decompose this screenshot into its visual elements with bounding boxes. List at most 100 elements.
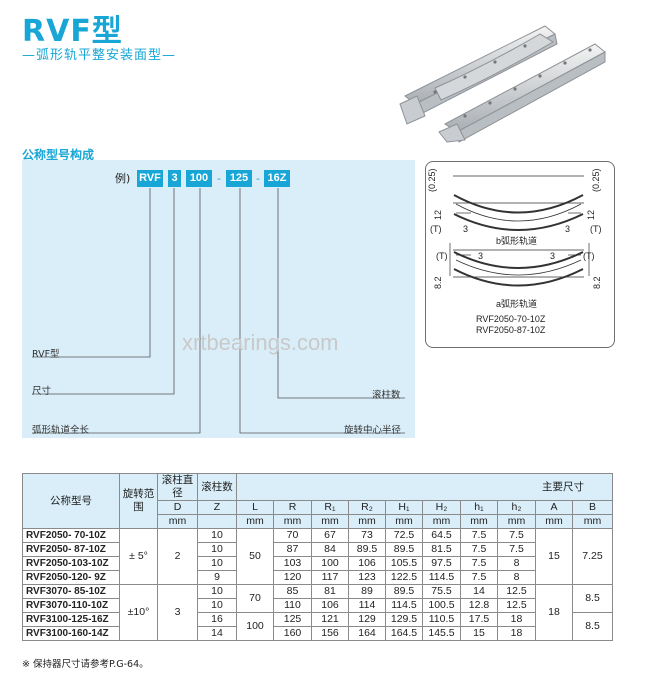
col-header-main-dims: 主要尺寸 xyxy=(236,473,613,501)
col-header-A: A xyxy=(535,500,573,515)
col-header-h2: h₂ xyxy=(497,500,536,515)
cell-R1: 117 xyxy=(311,570,349,585)
dim-t: (T) xyxy=(430,224,442,234)
cell-H1: 89.5 xyxy=(385,542,423,557)
cell-B: 8.5 xyxy=(572,584,613,613)
code-series: RVF xyxy=(137,170,163,187)
cell-z: 10 xyxy=(197,528,237,543)
spec-table: 公称型号 旋转范围 滚柱直径 滚柱数 主要尺寸 D Z L R R₁ R₂ H₁… xyxy=(22,473,613,641)
model-code-panel xyxy=(22,160,415,438)
dim-8-2-right: 8.2 xyxy=(592,276,602,289)
cell-z: 16 xyxy=(197,612,237,627)
cell-R1: 67 xyxy=(311,528,349,543)
cell-H1: 114.5 xyxy=(385,598,423,613)
cell-z: 10 xyxy=(197,556,237,571)
unit-mm: mm xyxy=(236,514,274,529)
table-row: RVF2050- 70-10Z ± 5° 2 10 50 70 67 73 72… xyxy=(22,528,613,585)
cell-dia: 3 xyxy=(157,584,198,641)
cell-R: 85 xyxy=(273,584,312,599)
label-full-length: 弧形轨道全长 xyxy=(32,425,90,436)
dim-12-right: 12 xyxy=(586,210,596,220)
dim-3: 3 xyxy=(463,224,468,234)
unit-mm: mm xyxy=(273,514,312,529)
code-rollers: 16Z xyxy=(264,170,290,187)
diagram-model-2: RVF2050-87-10Z xyxy=(476,325,546,335)
col-header-R: R xyxy=(273,500,312,515)
cell-H2: 75.5 xyxy=(422,584,461,599)
col-header-H1: H₁ xyxy=(385,500,423,515)
dim-top-left: (0.25) xyxy=(427,168,437,192)
cell-R2: 73 xyxy=(348,528,386,543)
cell-h1: 7.5 xyxy=(460,556,498,571)
cell-model: RVF2050-103-10Z xyxy=(22,556,120,571)
col-header-dia: 滚柱直径 xyxy=(157,473,198,501)
table-row: RVF3070-110-10Z 10 110 106 114 114.5 100… xyxy=(22,598,613,613)
col-header-count-sym: Z xyxy=(197,500,237,515)
col-header-R1: R₁ xyxy=(311,500,349,515)
cell-R2: 106 xyxy=(348,556,386,571)
cell-range: ±10° xyxy=(119,584,158,641)
cell-R2: 89 xyxy=(348,584,386,599)
cell-R: 160 xyxy=(273,626,312,641)
section-title: 公称型号构成 xyxy=(22,148,95,162)
cell-model: RVF3100-160-14Z xyxy=(22,626,120,641)
dim-t: (T) xyxy=(590,224,602,234)
dim-8-2-left: 8.2 xyxy=(433,276,443,289)
example-label: 例) xyxy=(115,172,131,185)
cell-R1: 81 xyxy=(311,584,349,599)
cell-h2: 18 xyxy=(497,626,536,641)
diagram-a-label: a弧形轨道 xyxy=(496,298,537,309)
cell-h1: 17.5 xyxy=(460,612,498,627)
cell-R2: 164 xyxy=(348,626,386,641)
cell-R2: 114 xyxy=(348,598,386,613)
cell-H2: 110.5 xyxy=(422,612,461,627)
unit-mm: mm xyxy=(385,514,423,529)
cell-h2: 8 xyxy=(497,556,536,571)
code-dash: - xyxy=(256,172,260,185)
cell-model: RVF3070- 85-10Z xyxy=(22,584,120,599)
col-header-B: B xyxy=(572,500,613,515)
cell-H2: 81.5 xyxy=(422,542,461,557)
cell-H1: 105.5 xyxy=(385,556,423,571)
cell-z: 10 xyxy=(197,542,237,557)
cell-R1: 106 xyxy=(311,598,349,613)
cell-A: 15 xyxy=(535,528,573,585)
cell-R: 70 xyxy=(273,528,312,543)
page-title: RVF型 xyxy=(22,14,123,49)
cell-model: RVF2050-120- 9Z xyxy=(22,570,120,585)
cell-R1: 100 xyxy=(311,556,349,571)
cell-R: 103 xyxy=(273,556,312,571)
dim-t: (T) xyxy=(436,251,448,261)
label-series: RVF型 xyxy=(32,349,60,360)
diagram-b-label: b弧形轨道 xyxy=(496,235,537,246)
cell-h2: 18 xyxy=(497,612,536,627)
table-row: RVF2050-120- 9Z 9 120 117 123 122.5 114.… xyxy=(22,570,613,585)
cell-h2: 12.5 xyxy=(497,598,536,613)
rail-diagram: (0.25) (0.25) 12 12 (T) 3 3 (T) b弧形轨道 (T… xyxy=(427,168,602,335)
unit-mm: mm xyxy=(497,514,536,529)
cell-H1: 164.5 xyxy=(385,626,423,641)
col-header-L: L xyxy=(236,500,274,515)
unit-mm: mm xyxy=(348,514,386,529)
cell-h1: 7.5 xyxy=(460,570,498,585)
cell-model: RVF3070-110-10Z xyxy=(22,598,120,613)
cell-R: 110 xyxy=(273,598,312,613)
col-header-h1: h₁ xyxy=(460,500,498,515)
cell-model: RVF2050- 87-10Z xyxy=(22,542,120,557)
cell-A: 18 xyxy=(535,584,573,641)
cell-h1: 15 xyxy=(460,626,498,641)
table-row: RVF2050- 87-10Z 10 87 84 89.5 89.5 81.5 … xyxy=(22,542,613,557)
col-header-R2: R₂ xyxy=(348,500,386,515)
unit-mm: mm xyxy=(157,514,198,529)
cell-R2: 89.5 xyxy=(348,542,386,557)
col-header-range: 旋转范围 xyxy=(119,473,158,529)
dim-t: (T) xyxy=(583,251,595,261)
col-header-count: 滚柱数 xyxy=(197,473,237,501)
cell-R1: 84 xyxy=(311,542,349,557)
cell-R2: 129 xyxy=(348,612,386,627)
cell-h2: 7.5 xyxy=(497,528,536,543)
diagram-model-1: RVF2050-70-10Z xyxy=(476,314,546,324)
code-full-length: 100 xyxy=(186,170,212,187)
cell-z: 14 xyxy=(197,626,237,641)
cell-R2: 123 xyxy=(348,570,386,585)
